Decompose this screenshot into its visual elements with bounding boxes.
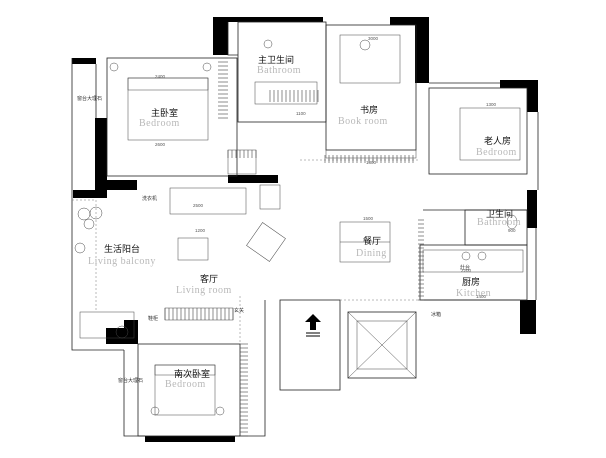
- lamp-icon: [215, 406, 225, 416]
- dim-label: 2400: [155, 74, 166, 79]
- stove-burner-icon: [461, 251, 471, 261]
- notes: 窗台大理石 窗台大理石 洗衣机 鞋柜 玄关 冰箱 灶台: [77, 95, 470, 384]
- entrance-arrow-icon: [305, 314, 321, 337]
- note-stove: 灶台: [460, 264, 470, 271]
- lamp-icon: [109, 62, 119, 72]
- room-label-study-cn: 书房: [360, 104, 378, 115]
- fixtures: [74, 39, 518, 416]
- room-label-elder-cn: 老人房: [484, 135, 511, 146]
- dim-label: 1800: [366, 160, 377, 165]
- dimensions: 2400 2600 1500 2500 1800 1200 900 1400 3…: [155, 36, 516, 299]
- sink-icon: [263, 39, 273, 49]
- dim-label: 2600: [155, 142, 166, 147]
- lamp-icon: [202, 62, 212, 72]
- room-label-master-bedroom-cn: 主卧室: [151, 107, 178, 118]
- room-label-balcony-en: Living balcony: [88, 256, 156, 267]
- room-label-study-en: Book room: [338, 116, 388, 127]
- plant-icon: [83, 218, 95, 230]
- wall-top-right-a: [390, 17, 429, 25]
- room-label-dining-cn: 餐厅: [363, 235, 381, 246]
- dim-label: 3000: [368, 36, 379, 41]
- room-label-kitchen-en: Kitchen: [456, 288, 491, 299]
- note-shoes: 鞋柜: [148, 315, 158, 322]
- room-label-second-bedroom-cn: 南次卧室: [174, 368, 210, 379]
- wall-top-right-b: [415, 17, 429, 83]
- wall-corner-a: [72, 58, 96, 64]
- room-label-master-bath-en: Bathroom: [257, 65, 301, 76]
- dim-label: 1300: [486, 102, 497, 107]
- plant-icon: [89, 206, 103, 220]
- wall-mid-left: [228, 175, 278, 183]
- room-label-living-cn: 客厅: [200, 273, 218, 284]
- room-label-living-en: Living room: [176, 285, 232, 296]
- plant-icon: [74, 242, 86, 254]
- wall-left-master-b: [95, 180, 137, 190]
- stove-burner-icon: [477, 251, 487, 261]
- lamp-icon: [150, 406, 160, 416]
- dim-label: 1400: [476, 294, 487, 299]
- room-label-master-bedroom-en: Bedroom: [139, 118, 180, 129]
- note-bay-window-bottom: 窗台大理石: [118, 377, 143, 384]
- wall-top-left-b: [213, 17, 323, 22]
- outlines: [71, 21, 539, 437]
- wall-bottom: [145, 436, 235, 442]
- wall-elder-top: [500, 80, 538, 88]
- plant-icon: [77, 207, 91, 221]
- wall-right-lower: [520, 300, 536, 334]
- room-label-second-bedroom-en: Bedroom: [165, 379, 206, 390]
- wall-top-left-a: [213, 17, 228, 55]
- wall-right-upper: [527, 80, 538, 112]
- room-label-elder-en: Bedroom: [476, 147, 517, 158]
- room-label-balcony-cn: 生活阳台: [104, 243, 140, 254]
- room-label-guest-bath-cn: 卫生间: [486, 208, 513, 219]
- toilet-icon: [506, 214, 518, 230]
- dim-label: 1100: [296, 111, 306, 116]
- room-label-master-bath-cn: 主卫生间: [258, 54, 294, 65]
- note-fridge: 冰箱: [431, 311, 441, 318]
- note-washer: 洗衣机: [142, 195, 157, 202]
- dim-label: 2200: [461, 268, 472, 273]
- note-bay-window-top: 窗台大理石: [77, 95, 102, 102]
- wall-left-master: [95, 118, 107, 198]
- washer-icon: [115, 325, 129, 339]
- chair-icon: [359, 39, 371, 51]
- dim-label: 900: [508, 228, 516, 233]
- room-label-guest-bath-en: Bathroom: [477, 217, 521, 228]
- room-labels: 主卧室 Bedroom 主卫生间 Bathroom 书房 Book room 老…: [88, 54, 521, 390]
- wall-corner-b: [73, 190, 101, 198]
- dim-label: 1200: [195, 228, 206, 233]
- room-label-dining-en: Dining: [356, 248, 387, 259]
- dim-label: 1500: [363, 216, 374, 221]
- wall-right-mid: [527, 190, 537, 228]
- walls: [72, 17, 538, 442]
- dashed-lines: [72, 159, 420, 344]
- dim-label: 2500: [193, 203, 204, 208]
- hatching: [164, 57, 424, 437]
- wall-lower-left-b: [124, 320, 138, 342]
- note-entry: 玄关: [234, 307, 244, 314]
- room-label-kitchen-cn: 厨房: [462, 276, 480, 287]
